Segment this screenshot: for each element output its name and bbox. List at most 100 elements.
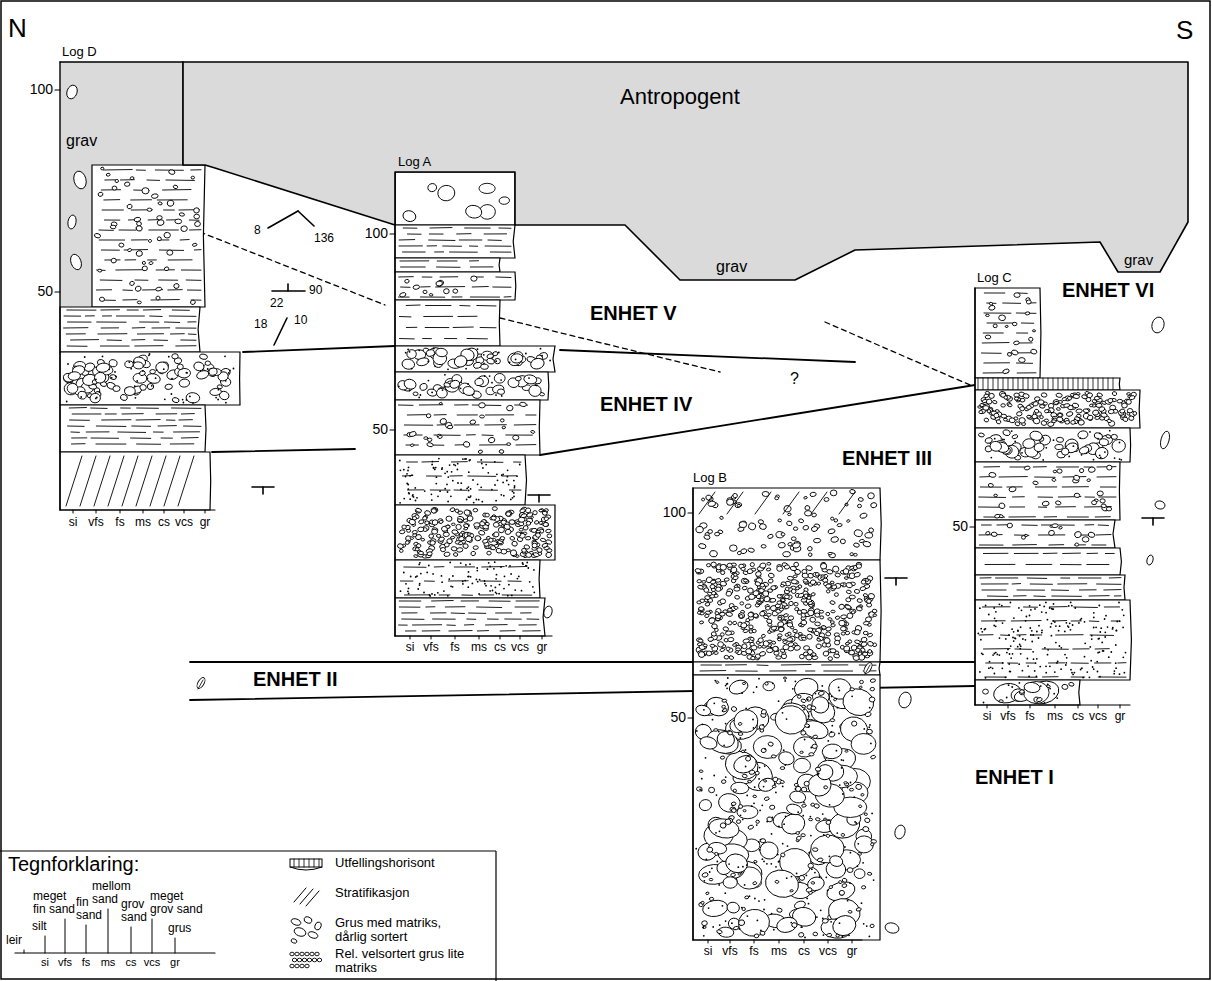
clast [177, 364, 183, 370]
sand-dot [473, 393, 475, 395]
clast [173, 283, 179, 289]
clast [801, 609, 807, 614]
clast [722, 708, 727, 712]
clast [708, 501, 716, 507]
clast [546, 529, 552, 533]
lamination [465, 228, 490, 229]
clast [402, 209, 418, 223]
lamination [454, 566, 474, 567]
clast [778, 519, 782, 522]
clast [711, 591, 716, 595]
clast [851, 733, 877, 755]
sand-dot [435, 467, 437, 469]
axis-tick [455, 636, 456, 639]
lamination [187, 290, 200, 291]
sand-dot [460, 381, 462, 383]
sand-dot [526, 562, 528, 564]
clast [794, 602, 798, 606]
clast [710, 644, 715, 648]
clast [803, 496, 807, 499]
clast [758, 645, 762, 648]
clast [501, 520, 506, 524]
clast [698, 799, 712, 812]
clast [850, 687, 855, 691]
clast [427, 551, 433, 555]
lamination [405, 630, 415, 631]
clast [798, 593, 805, 598]
lamination [460, 305, 470, 306]
lamination [404, 567, 426, 568]
clast [403, 378, 417, 391]
lamination [151, 299, 179, 300]
sand-dot [111, 377, 113, 379]
clast [485, 513, 490, 517]
clast [848, 910, 852, 913]
clast [776, 656, 781, 659]
sand-dot [487, 472, 489, 474]
sand-dot [462, 583, 464, 585]
clast [455, 509, 459, 513]
lamination [490, 252, 511, 253]
clast [147, 208, 152, 211]
lamination [99, 230, 113, 231]
clast [124, 387, 135, 396]
clast [130, 177, 134, 180]
clast [849, 595, 855, 599]
clast [695, 526, 703, 534]
clast [482, 539, 488, 544]
clast [801, 705, 805, 709]
axis-tick [500, 636, 501, 639]
clast [743, 629, 749, 633]
sand-dot [207, 368, 209, 370]
clast [705, 602, 710, 606]
clast [533, 511, 537, 515]
lamination [506, 435, 533, 436]
clast [750, 563, 754, 567]
clast [720, 633, 724, 636]
sand-dot [399, 460, 401, 462]
clast [775, 497, 779, 500]
cross-stratification [122, 456, 138, 506]
clast [747, 587, 754, 593]
lamination [435, 251, 444, 252]
sand-dot [156, 369, 158, 371]
clast [784, 565, 790, 570]
sand-dot [468, 576, 470, 578]
lamination [181, 437, 198, 438]
clast [832, 566, 839, 573]
lamination [822, 664, 848, 665]
clast [803, 579, 808, 582]
lamination [477, 305, 496, 306]
lamination [426, 476, 441, 477]
sand-dot [431, 593, 433, 595]
sand-dot [444, 488, 446, 490]
lamination [806, 670, 815, 671]
clast [731, 782, 750, 794]
lamination [488, 240, 501, 241]
clast [426, 442, 433, 447]
lamination [123, 290, 133, 291]
sand-dot [515, 359, 517, 361]
clast [140, 384, 147, 390]
lamination [437, 260, 457, 261]
clast [748, 612, 754, 617]
lamination [101, 327, 118, 328]
clast [784, 595, 789, 599]
sand-dot [528, 377, 530, 379]
clast [777, 638, 781, 641]
sand-dot [482, 467, 484, 469]
clast [861, 793, 864, 796]
lamination [71, 443, 85, 444]
sand-dot [423, 592, 425, 594]
sand-dot [418, 564, 420, 566]
lamination [426, 606, 435, 607]
clast [795, 587, 799, 591]
clast [711, 631, 717, 637]
clast [142, 188, 149, 195]
clast [828, 552, 836, 558]
clast [730, 873, 735, 877]
clast [745, 756, 751, 762]
clast [142, 261, 145, 264]
clast [110, 225, 116, 229]
clast [774, 704, 808, 736]
